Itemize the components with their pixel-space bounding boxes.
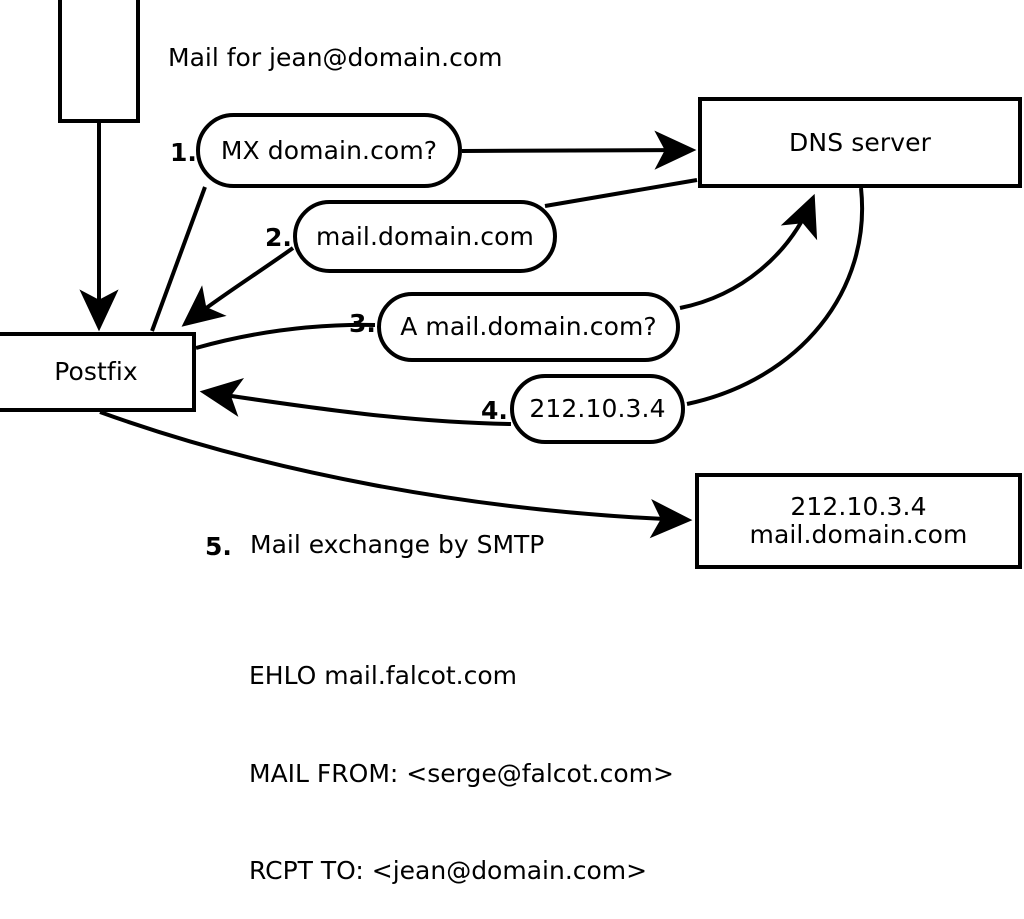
postfix-label: Postfix — [54, 357, 138, 386]
step-number-5: 5. — [205, 532, 232, 561]
step-number-2: 2. — [265, 223, 292, 252]
arrow-a-answer-to-postfix — [199, 378, 512, 426]
target-server-ip: 212.10.3.4 — [790, 492, 927, 521]
arrow-a-query-to-dns — [679, 193, 818, 310]
mail-for-label: Mail for jean@domain.com — [168, 43, 503, 72]
line-postfix-to-mx-query — [150, 186, 207, 332]
transcript-line: MAIL FROM: <serge@falcot.com> — [249, 758, 674, 788]
arrow-mx-answer-to-postfix — [181, 246, 295, 327]
a-query-label: A mail.domain.com? — [400, 312, 657, 341]
smtp-transcript: EHLO mail.falcot.com MAIL FROM: <serge@f… — [249, 595, 674, 919]
mx-query-label: MX domain.com? — [220, 135, 438, 165]
mx-answer-label: mail.domain.com — [316, 221, 534, 251]
smtp-exchange-label: Mail exchange by SMTP — [250, 530, 545, 559]
target-mail-server-box[interactable]: 212.10.3.4 mail.domain.com — [695, 473, 1022, 569]
line-postfix-to-a-query — [195, 322, 376, 350]
postfix-box[interactable]: Postfix — [0, 332, 196, 412]
step-number-3: 3. — [349, 309, 376, 338]
arrow-postfix-to-target-smtp — [99, 410, 693, 539]
transcript-line: RCPT TO: <jean@domain.com> — [249, 856, 648, 885]
line-dns-to-a-answer — [686, 187, 865, 406]
mx-query-bubble[interactable]: MX domain.com? — [196, 113, 462, 188]
a-answer-bubble[interactable]: 212.10.3.4 — [510, 374, 685, 444]
a-query-bubble[interactable]: A mail.domain.com? — [377, 292, 680, 362]
target-server-hostname: mail.domain.com — [749, 520, 968, 549]
dns-server-label: DNS server — [789, 127, 931, 157]
dns-server-box[interactable]: DNS server — [698, 97, 1022, 188]
mx-answer-bubble[interactable]: mail.domain.com — [293, 200, 557, 273]
a-answer-label: 212.10.3.4 — [529, 394, 666, 423]
step-number-1: 1. — [170, 138, 197, 167]
arrow-mx-query-to-dns — [461, 130, 697, 170]
step-number-4: 4. — [481, 396, 508, 425]
line-dns-to-mx-answer — [544, 178, 698, 208]
sender-client-box[interactable] — [58, 0, 140, 123]
transcript-line: EHLO mail.falcot.com — [249, 661, 518, 690]
